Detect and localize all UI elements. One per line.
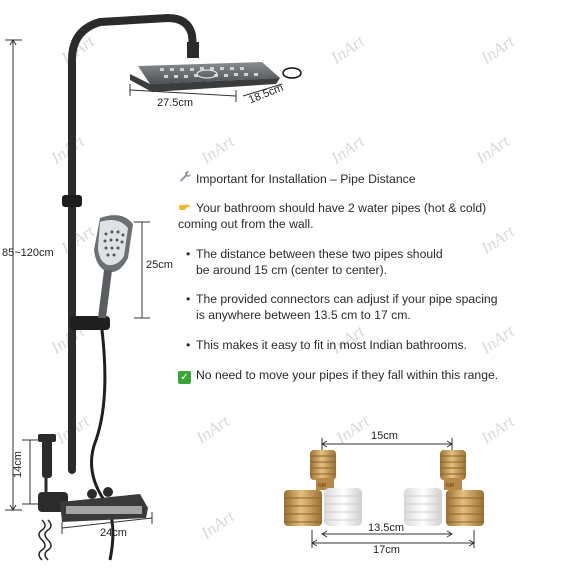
head-connector (187, 42, 199, 58)
shelf-width-dimension (61, 512, 153, 534)
connector-dimensions (311, 438, 475, 548)
connector-min-label: 13.5cm (368, 522, 405, 534)
pointing-hand-icon (178, 200, 192, 216)
riser-pipe (68, 13, 197, 474)
connector-max-label: 17cm (373, 544, 400, 556)
bullet-2: • The provided connectors can adjust if … (186, 291, 556, 323)
head-width-dimension (129, 84, 237, 102)
head-width-label: 27.5cm (157, 97, 194, 109)
svg-text:NM: NM (318, 483, 326, 489)
intro-line-2: coming out from the wall. (178, 217, 314, 231)
total-height-label: 85~120cm (2, 247, 54, 259)
conclusion-text: No need to move your pipes if they fall … (196, 368, 499, 382)
bidet-sprayer (38, 434, 56, 500)
coiled-hose (38, 519, 52, 561)
info-heading: Important for Installation – Pipe Distan… (178, 170, 548, 187)
connector-center-label: 15cm (371, 430, 398, 442)
wrench-icon (178, 170, 192, 187)
spout-dimension (22, 439, 38, 505)
bullet-mark: • (186, 247, 191, 261)
hand-shower-dimension (134, 221, 150, 319)
bullet-1-line-1: The distance between these two pipes sho… (196, 247, 443, 261)
bullet-3: • This makes it easy to fit in most Indi… (186, 337, 556, 353)
check-mark-icon: ✓ (178, 371, 191, 384)
eccentric-connector-left: NM (284, 450, 362, 526)
bullet-2-line-1: The provided connectors can adjust if yo… (196, 292, 498, 306)
spout-height-label: 14cm (12, 451, 24, 478)
info-conclusion: ✓ No need to move your pipes if they fall… (178, 367, 548, 384)
bullet-mark: • (186, 292, 191, 306)
bullet-mark: • (186, 338, 191, 352)
heading-text: Important for Installation – Pipe Distan… (196, 172, 416, 186)
bullet-3-line-1: This makes it easy to fit in most Indian… (196, 338, 467, 352)
eccentric-connector-right: NM (404, 450, 484, 526)
svg-text:NM: NM (446, 483, 454, 489)
shelf-width-label: 24cm (100, 527, 127, 539)
head-depth-dimension (242, 83, 283, 97)
bullet-2-line-2: is anywhere between 13.5 cm to 17 cm. (196, 308, 411, 322)
shower-hose (90, 329, 115, 561)
hand-shower-holder (70, 316, 110, 330)
hand-shower (94, 215, 133, 318)
mixer-shelf (38, 487, 148, 522)
washer-ring (282, 67, 302, 79)
hand-shower-label: 25cm (146, 259, 173, 271)
info-intro: Your bathroom should have 2 water pipes … (178, 200, 548, 232)
intro-line-1: Your bathroom should have 2 water pipes … (196, 201, 487, 215)
height-dimension (5, 39, 22, 511)
slide-bracket-top (62, 195, 82, 207)
rain-shower-head (130, 62, 280, 92)
bullet-1-line-2: be around 15 cm (center to center). (196, 263, 388, 277)
bullet-1: • The distance between these two pipes s… (186, 246, 556, 278)
